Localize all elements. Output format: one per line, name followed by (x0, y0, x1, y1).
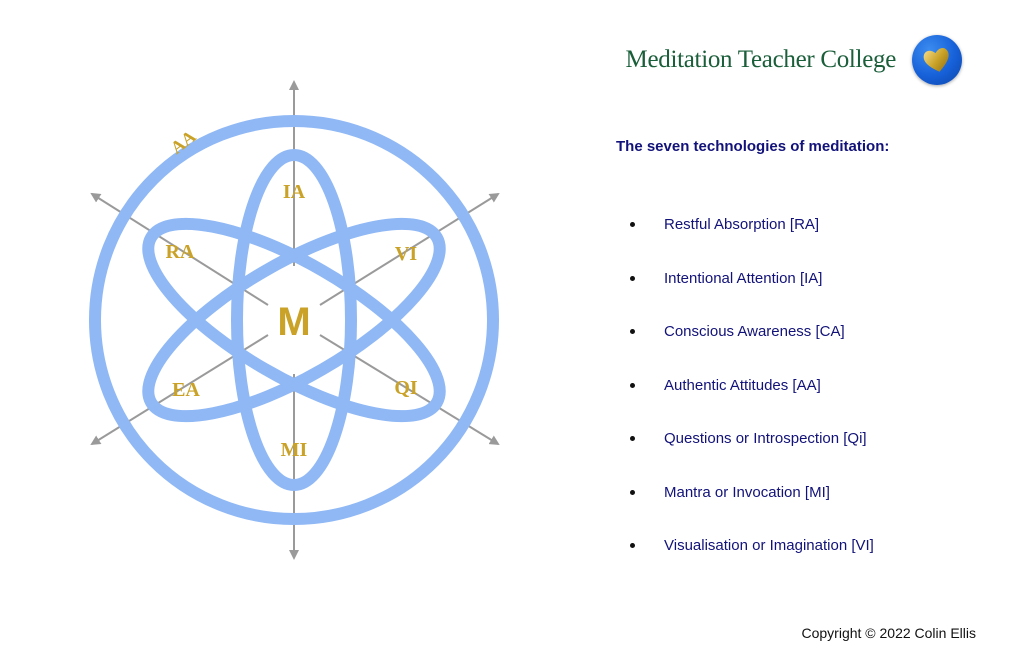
node-label-lower-left: EA (172, 379, 200, 401)
bullet-icon (630, 543, 635, 549)
list-item-label: Questions or Introspection [Qi] (664, 430, 867, 448)
list-item: Authentic Attitudes [AA] (630, 359, 874, 413)
orbit-vertical (231, 149, 357, 491)
list-item-label: Intentional Attention [IA] (664, 269, 823, 287)
bullet-icon (630, 382, 635, 388)
list-item: Visualisation or Imagination [VI] (630, 519, 874, 573)
technologies-list: Restful Absorption [RA] Intentional Atte… (630, 198, 874, 573)
list-item-label: Conscious Awareness [CA] (664, 323, 845, 341)
bullet-icon (630, 489, 635, 495)
node-label-upper-right: VI (395, 243, 417, 265)
list-item-label: Restful Absorption [RA] (664, 216, 820, 234)
node-label-top: IA (283, 181, 306, 203)
node-label-lower-right: QI (394, 377, 418, 399)
list-item-label: Visualisation or Imagination [VI] (664, 537, 874, 555)
bullet-icon (630, 329, 635, 335)
list-item: Intentional Attention [IA] (630, 252, 874, 306)
list-item: Conscious Awareness [CA] (630, 305, 874, 359)
orbit-diagonal-up (142, 217, 446, 423)
bullet-icon (630, 222, 635, 228)
list-item-label: Authentic Attitudes [AA] (664, 376, 821, 394)
copyright-text: Copyright © 2022 Colin Ellis (801, 625, 976, 641)
site-title: Meditation Teacher College (625, 46, 897, 73)
list-item: Restful Absorption [RA] (630, 198, 874, 252)
outer-ring (89, 115, 499, 525)
node-label-bottom: MI (281, 439, 308, 461)
list-heading: The seven technologies of meditation: (616, 138, 890, 155)
list-item: Questions or Introspection [Qi] (630, 412, 874, 466)
brand-header: Meditation Teacher College (626, 34, 962, 86)
bullet-icon (630, 275, 635, 281)
atom-diagram-svg: IA MI RA VI EA QI AA M (89, 80, 500, 560)
bullet-icon (630, 436, 635, 442)
list-item-label: Mantra or Invocation [MI] (664, 483, 830, 501)
golden-heart-icon (912, 35, 962, 85)
center-label: M (277, 300, 310, 344)
heart-icon (923, 47, 949, 72)
list-item: Mantra or Invocation [MI] (630, 466, 874, 520)
meditation-atom-diagram: IA MI RA VI EA QI AA M (80, 70, 510, 570)
orbit-diagonal-down (142, 217, 446, 423)
node-label-upper-left: RA (166, 241, 195, 263)
